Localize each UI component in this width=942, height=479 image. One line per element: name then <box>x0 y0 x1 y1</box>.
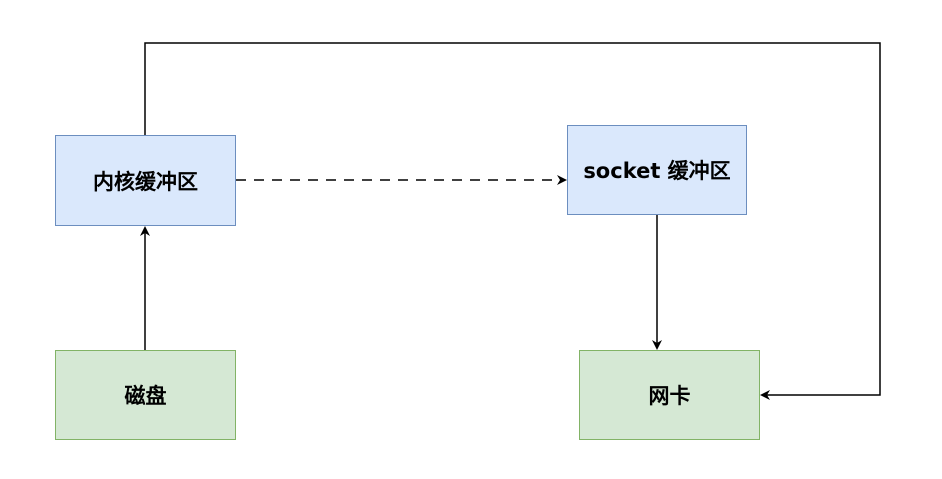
disk-node: 磁盘 <box>55 350 236 440</box>
nic-label: 网卡 <box>648 384 691 408</box>
disk-label: 磁盘 <box>124 384 167 408</box>
socket-buffer-label: socket 缓冲区 <box>583 159 731 183</box>
kernel-buffer-label: 内核缓冲区 <box>93 169 198 194</box>
kernel-buffer-node: 内核缓冲区 <box>55 135 236 226</box>
edge-kernel-buffer-to-nic <box>144 42 881 400</box>
socket-buffer-node: socket 缓冲区 <box>567 125 747 215</box>
nic-node: 网卡 <box>579 350 760 440</box>
